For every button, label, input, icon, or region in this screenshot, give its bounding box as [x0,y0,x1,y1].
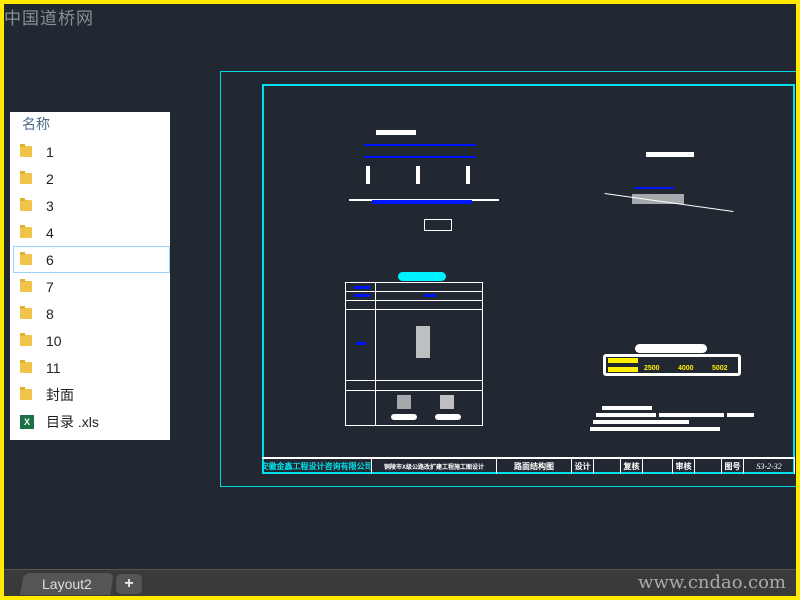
item-label: 10 [46,332,62,349]
item-label: 1 [46,143,54,160]
cad-viewport[interactable]: 中国道桥网 2500 4000 5002 安徽金鑫工程设计咨询有限公司 铜陵 [4,4,796,596]
tab-label: Layout2 [42,576,92,592]
folder-item[interactable]: 1 [10,138,170,165]
drawing-title: 路面结构图 [497,459,572,474]
item-label: 封面 [46,386,74,403]
table-value: 5002 [712,365,728,372]
item-label: 11 [46,359,61,376]
company-name: 安徽金鑫工程设计咨询有限公司 [262,459,372,474]
layout-paper [220,71,796,487]
item-label: 6 [46,251,54,268]
project-name: 铜陵市X级公路改扩建工程施工图设计 [372,459,497,474]
item-label: 2 [46,170,54,187]
folder-item[interactable]: 10 [10,327,170,354]
item-label: 目录 .xls [46,413,99,430]
layout-tab-bar: Layout2 + www.cndao.com [4,569,796,596]
folder-icon [20,279,32,292]
folder-item[interactable]: 2 [10,165,170,192]
sheet-label: 图号 [722,459,744,474]
folder-icon [20,333,32,346]
sheet-number: S3-2-32 [744,459,795,474]
table-value: 2500 [644,365,660,372]
folder-item[interactable]: 8 [10,300,170,327]
title-block: 安徽金鑫工程设计咨询有限公司 铜陵市X级公路改扩建工程施工图设计 路面结构图 设… [262,457,795,474]
folder-icon [20,252,32,265]
item-label: 8 [46,305,54,322]
folder-item[interactable]: 11 [10,354,170,381]
folder-icon [20,198,32,211]
folder-item[interactable]: 封面 [10,381,170,408]
folder-icon [20,360,32,373]
folder-icon [20,387,32,400]
excel-icon: X [20,414,34,429]
folder-icon [20,171,32,184]
folder-icon [20,306,32,319]
drawing-border [262,84,795,474]
column-header-name[interactable]: 名称 [22,116,50,132]
folder-icon [20,225,32,238]
watermark-top: 中国道桥网 [4,9,94,29]
item-label: 4 [46,224,54,241]
folder-item[interactable]: 7 [10,273,170,300]
file-item[interactable]: X 目录 .xls [10,408,170,435]
folder-item[interactable]: 4 [10,219,170,246]
review-label: 审核 [673,459,695,474]
watermark-bottom: www.cndao.com [638,572,786,593]
check-label: 复核 [621,459,643,474]
folder-item[interactable]: 3 [10,192,170,219]
item-label: 3 [46,197,54,214]
table-value: 4000 [678,365,694,372]
folder-icon [20,144,32,157]
design-label: 设计 [572,459,594,474]
folder-item-selected[interactable]: 6 [13,246,170,273]
add-layout-button[interactable]: + [116,574,142,594]
tab-layout2[interactable]: Layout2 [20,573,114,595]
item-label: 7 [46,278,54,295]
file-list-panel: 名称 1 2 3 4 6 7 8 10 11 封面 X 目录 .xls [10,112,170,440]
